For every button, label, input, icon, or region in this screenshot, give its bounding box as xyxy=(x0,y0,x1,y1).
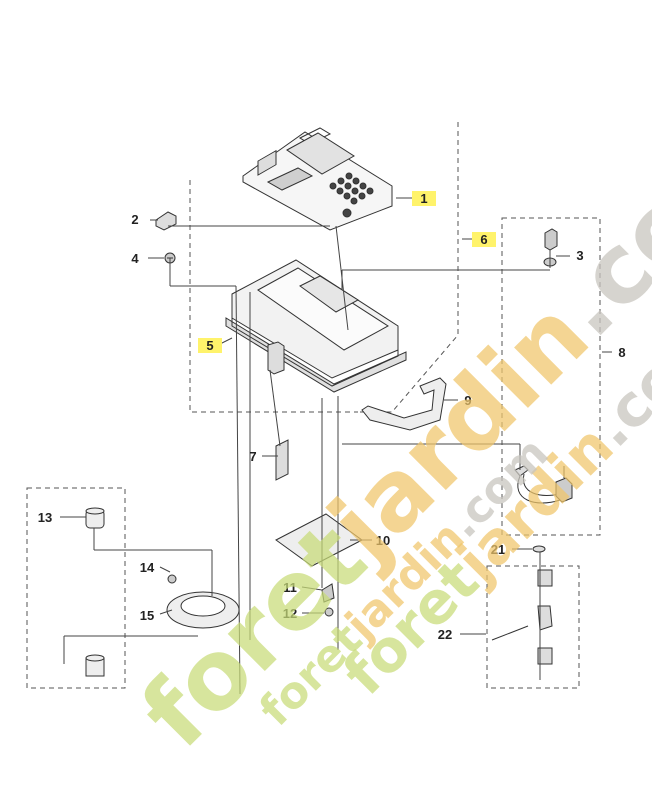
dashed-box-13 xyxy=(26,487,126,689)
callout-10: 10 xyxy=(375,533,391,548)
callout-6: 6 xyxy=(472,232,496,247)
washer-part-21 xyxy=(532,545,546,553)
tab-part-7 xyxy=(275,439,289,481)
callout-4: 4 xyxy=(131,251,139,266)
plate-part-10 xyxy=(275,513,363,567)
dashed-box-22 xyxy=(486,565,580,689)
sensor-part-22 xyxy=(491,569,553,665)
keypad-overlay-part xyxy=(242,127,393,231)
callout-8: 8 xyxy=(618,345,626,360)
dashed-box-8 xyxy=(501,217,601,536)
callout-2: 2 xyxy=(131,212,139,227)
ring-part-15 xyxy=(166,591,240,629)
callout-5: 5 xyxy=(198,338,222,353)
housing-assembly xyxy=(225,259,407,393)
cap-part-13 xyxy=(85,507,105,529)
callout-1: 1 xyxy=(412,191,436,206)
callout-3: 3 xyxy=(576,248,584,263)
callout-21: 21 xyxy=(490,542,506,557)
dashed-box-main xyxy=(189,122,459,413)
callout-15: 15 xyxy=(139,608,155,623)
callout-9: 9 xyxy=(464,393,472,408)
connector-part-3 xyxy=(543,228,558,267)
leader-lines xyxy=(63,197,551,695)
cylinder-part xyxy=(85,654,105,677)
callout-11: 11 xyxy=(283,580,297,595)
callout-12: 12 xyxy=(282,606,298,621)
bracket-part-11 xyxy=(321,583,335,603)
callout-leaders xyxy=(60,197,612,635)
clip-part-2 xyxy=(155,211,177,231)
callout-22: 22 xyxy=(437,627,453,642)
cable-part-8 xyxy=(514,465,573,504)
callout-7: 7 xyxy=(249,449,257,464)
screw-part-12 xyxy=(324,607,334,617)
callout-14: 14 xyxy=(139,560,155,575)
callout-13: 13 xyxy=(37,510,53,525)
bracket-part-9 xyxy=(361,377,447,431)
screw-part-14 xyxy=(167,574,177,584)
